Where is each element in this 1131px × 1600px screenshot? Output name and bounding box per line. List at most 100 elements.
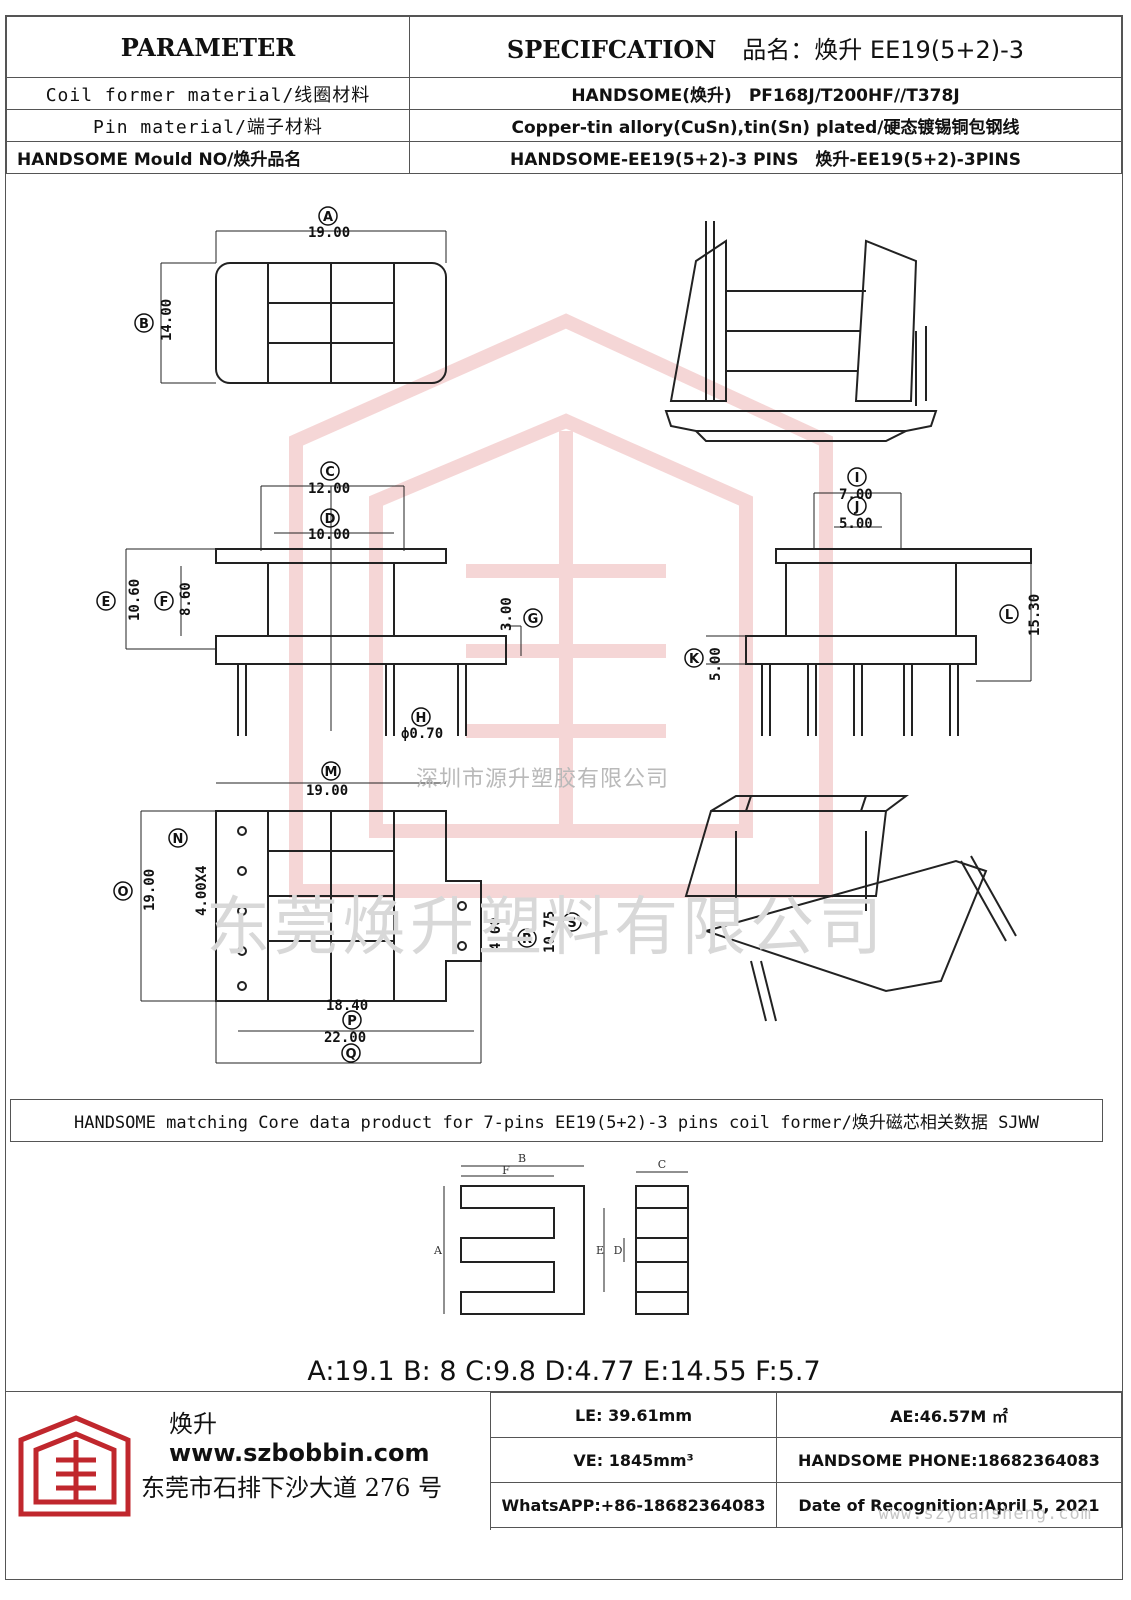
isometric-view-bottom xyxy=(684,795,1017,1022)
label-b: B xyxy=(134,313,154,333)
svg-text:N: N xyxy=(173,832,184,847)
label-k: K xyxy=(684,648,704,668)
dim-i: 7.00 xyxy=(839,487,873,503)
parameter-heading: PARAMETER xyxy=(6,16,410,78)
website-link[interactable]: www.szbobbin.com xyxy=(169,1439,430,1467)
dim-k: 5.00 xyxy=(708,647,724,681)
spec-label: SPECIFCATION xyxy=(506,34,717,64)
company-watermark: 深圳市源升塑胶有限公司 xyxy=(416,767,670,792)
label-l: L xyxy=(999,604,1019,624)
label-j: J xyxy=(847,496,867,516)
le-value: LE: 39.61mm xyxy=(490,1392,777,1438)
svg-text:O: O xyxy=(117,885,128,900)
company-address: 东莞市石排下沙大道 276 号 xyxy=(141,1474,443,1502)
core-label-f: F xyxy=(502,1164,510,1177)
param-coil-material: Coil former material/线圈材料 xyxy=(6,77,410,110)
core-data-title: HANDSOME matching Core data product for … xyxy=(10,1099,1103,1142)
label-c: C xyxy=(320,461,340,481)
dim-h: ф0.70 xyxy=(401,726,443,742)
dim-p: 18.40 xyxy=(326,998,368,1014)
label-p: P xyxy=(342,1010,362,1030)
value-mould-no: HANDSOME-EE19(5+2)-3 PINS 焕升-EE19(5+2)-3… xyxy=(409,141,1122,174)
dim-d: 10.00 xyxy=(308,527,350,543)
label-h: H xyxy=(411,707,431,727)
dim-l: 15.30 xyxy=(1027,594,1043,636)
core-label-b: B xyxy=(518,1152,526,1165)
bottom-view xyxy=(140,782,482,1064)
top-view xyxy=(160,230,447,384)
param-pin-material: Pin material/端子材料 xyxy=(6,109,410,142)
core-drawing: B F A E D C xyxy=(433,1152,689,1315)
dim-s: 10.75 xyxy=(542,911,558,953)
core-parameters: A:19.1 B: 8 C:9.8 D:4.77 E:14.55 F:5.7 xyxy=(307,1356,821,1387)
logo-watermark xyxy=(289,313,833,898)
dim-e: 10.60 xyxy=(127,579,143,621)
svg-text:S: S xyxy=(567,916,576,931)
svg-text:K: K xyxy=(689,652,700,667)
company-watermark-large: 东莞焕升塑料有限公司 xyxy=(206,891,886,965)
dim-c: 12.00 xyxy=(308,481,350,497)
svg-text:M: M xyxy=(325,765,338,780)
svg-text:P: P xyxy=(347,1014,357,1029)
side-view xyxy=(706,492,1032,736)
dim-a: 19.00 xyxy=(308,225,350,241)
core-data-table: LE: 39.61mm AE:46.57M ㎡ VE: 1845mm³ HAND… xyxy=(490,1392,1122,1528)
label-n: N xyxy=(168,828,188,848)
dim-m: 19.00 xyxy=(306,783,348,799)
label-a: A xyxy=(318,206,338,226)
value-pin-material: Copper-tin allory(CuSn),tin(Sn) plated/硬… xyxy=(409,109,1122,142)
site-watermark: www.szyuansheng.com xyxy=(878,1504,1092,1524)
value-coil-material: HANDSOME(焕升) PF168J/T200HF//T378J xyxy=(409,77,1122,110)
brand-line: 焕升www.szbobbin.com xyxy=(169,1404,490,1467)
dim-o: 19.00 xyxy=(142,869,158,911)
svg-text:E: E xyxy=(102,595,111,610)
svg-text:L: L xyxy=(1005,608,1013,623)
label-i: I xyxy=(847,467,867,487)
label-s: S xyxy=(562,912,582,932)
dim-n: 4.00X4 xyxy=(194,865,210,916)
label-d: D xyxy=(320,508,340,528)
svg-text:R: R xyxy=(522,932,532,947)
svg-text:F: F xyxy=(160,595,169,610)
whatsapp-value: WhatsAPP:+86-18682364083 xyxy=(490,1482,777,1528)
technical-drawing: 19.00 14.00 12.00 10.00 10.60 8.60 3.00 … xyxy=(96,206,1043,1064)
param-mould-no: HANDSOME Mould NO/焕升品名 xyxy=(6,141,410,174)
label-m: M xyxy=(321,761,341,781)
label-o: O xyxy=(113,881,133,901)
svg-text:C: C xyxy=(325,465,335,480)
ve-value: VE: 1845mm³ xyxy=(490,1437,777,1483)
dim-q: 22.00 xyxy=(324,1030,366,1046)
core-label-d: D xyxy=(614,1244,623,1257)
svg-text:I: I xyxy=(855,471,860,486)
brand-name: 焕升 xyxy=(169,1410,217,1438)
recognition-date: Date of Recognition:April 5, 2021 xyxy=(776,1482,1122,1528)
svg-text:Q: Q xyxy=(345,1047,356,1062)
product-name: 品名：焕升 EE19(5+2)-3 xyxy=(742,35,1025,64)
isometric-view-top xyxy=(664,221,938,442)
dim-j: 5.00 xyxy=(839,516,873,532)
core-label-e: E xyxy=(596,1244,604,1257)
dim-f: 8.60 xyxy=(178,582,194,616)
svg-text:D: D xyxy=(325,512,336,527)
svg-text:B: B xyxy=(139,317,149,332)
svg-text:A: A xyxy=(323,210,333,225)
svg-text:G: G xyxy=(528,612,539,627)
dim-r: 4.00 xyxy=(488,917,504,951)
label-e: E xyxy=(96,591,116,611)
svg-text:H: H xyxy=(416,711,427,726)
label-q: Q xyxy=(341,1043,361,1063)
company-info: 焕升www.szbobbin.com 东莞市石排下沙大道 276 号 xyxy=(6,1392,491,1530)
core-label-c: C xyxy=(658,1158,666,1171)
specification-heading: SPECIFCATION 品名：焕升 EE19(5+2)-3 xyxy=(409,16,1122,78)
front-view xyxy=(125,485,522,736)
core-label-a: A xyxy=(433,1244,443,1257)
svg-text:J: J xyxy=(854,500,860,515)
phone-value: HANDSOME PHONE:18682364083 xyxy=(776,1437,1122,1483)
dim-g: 3.00 xyxy=(499,597,515,631)
company-logo xyxy=(18,1415,131,1517)
dim-b: 14.00 xyxy=(159,299,175,341)
label-f: F xyxy=(154,591,174,611)
ae-value: AE:46.57M ㎡ xyxy=(776,1392,1122,1438)
